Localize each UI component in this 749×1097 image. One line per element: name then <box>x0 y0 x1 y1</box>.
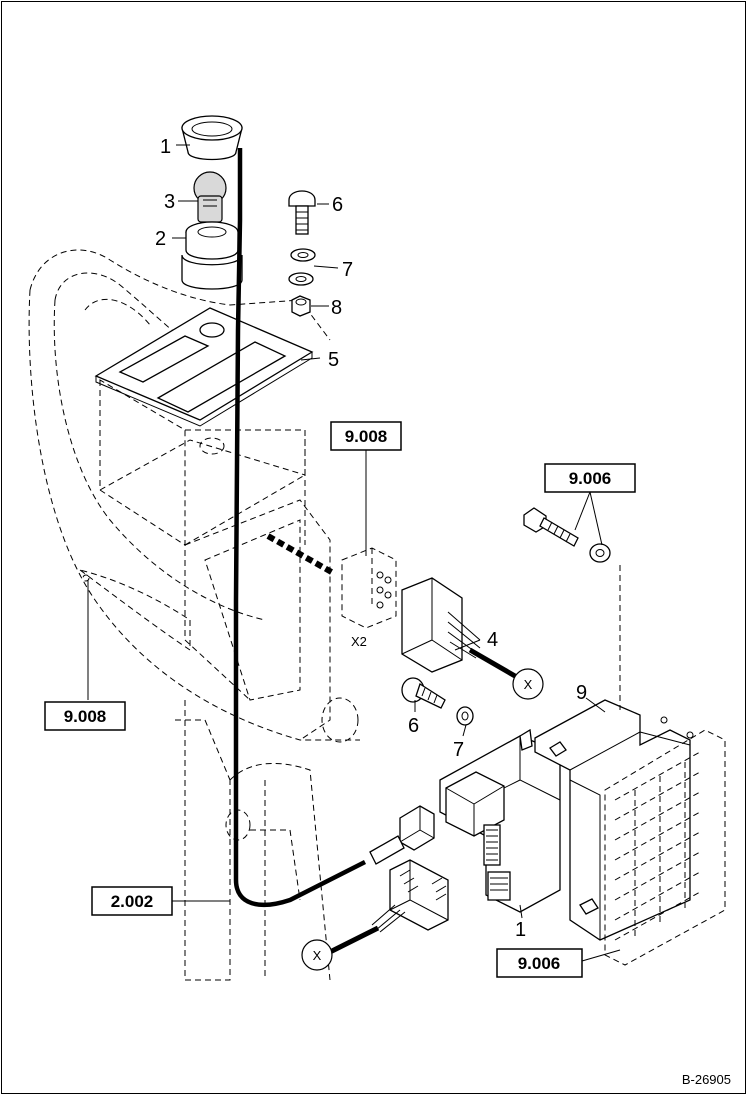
callout-9: 9 <box>576 682 587 704</box>
callout-2: 2 <box>155 228 166 250</box>
trim-ring-part <box>181 115 243 161</box>
connector-x-right: X <box>512 668 544 700</box>
ref-box-9006-top: 9.006 <box>544 463 636 493</box>
relay-connector-part <box>401 577 517 679</box>
bottom-harness-connector-part <box>328 859 449 955</box>
ref-9006-bottom-label: 9.006 <box>518 954 561 973</box>
connector-x-bottom: X <box>301 939 333 971</box>
ref-box-9008-left: 9.008 <box>44 701 126 731</box>
bolt-9006-part <box>523 507 611 563</box>
connector-x-bottom-label: X <box>313 948 322 963</box>
callout-8: 8 <box>331 297 342 319</box>
screw-top-part <box>288 190 316 235</box>
screw-mid-part <box>401 677 446 709</box>
ref-box-9008-top: 9.008 <box>330 421 402 451</box>
console-housing-outline <box>28 249 360 981</box>
callout-7-mid: 7 <box>453 739 464 761</box>
ref-9006-top-label: 9.006 <box>569 469 612 488</box>
module-plug-part <box>369 805 435 865</box>
key-part <box>193 171 227 223</box>
ref-9008-top-label: 9.008 <box>345 427 388 446</box>
ref-box-2002: 2.002 <box>91 886 173 916</box>
connector-x-right-label: X <box>524 677 533 692</box>
washer-mid-part <box>456 706 474 726</box>
ref-9008-left-label: 9.008 <box>64 707 107 726</box>
callout-4: 4 <box>487 629 498 651</box>
key-switch-part <box>181 221 243 290</box>
callout-5: 5 <box>328 349 339 371</box>
callout-6-mid: 6 <box>408 715 419 737</box>
callout-6-top: 6 <box>332 194 343 216</box>
mount-plate-part <box>94 307 314 427</box>
controller-module-part <box>439 728 561 913</box>
connector-x2-label: X2 <box>351 634 367 649</box>
figure-id: B-26905 <box>682 1072 731 1087</box>
connector-x2-outline <box>341 547 397 629</box>
callout-7-top: 7 <box>342 259 353 281</box>
leader-lines <box>87 144 621 962</box>
callout-3: 3 <box>164 191 175 213</box>
harness-dashed-segment <box>266 533 337 577</box>
key-switch-harness-cable <box>233 148 367 908</box>
fuse-panel-outline <box>604 729 726 966</box>
callout-1-bottom: 1 <box>515 919 526 941</box>
ref-box-9006-bottom: 9.006 <box>496 948 583 978</box>
nut-part <box>291 295 311 317</box>
ref-2002-label: 2.002 <box>111 892 154 911</box>
callout-1-top: 1 <box>160 136 171 158</box>
washers-top-part <box>288 248 316 286</box>
